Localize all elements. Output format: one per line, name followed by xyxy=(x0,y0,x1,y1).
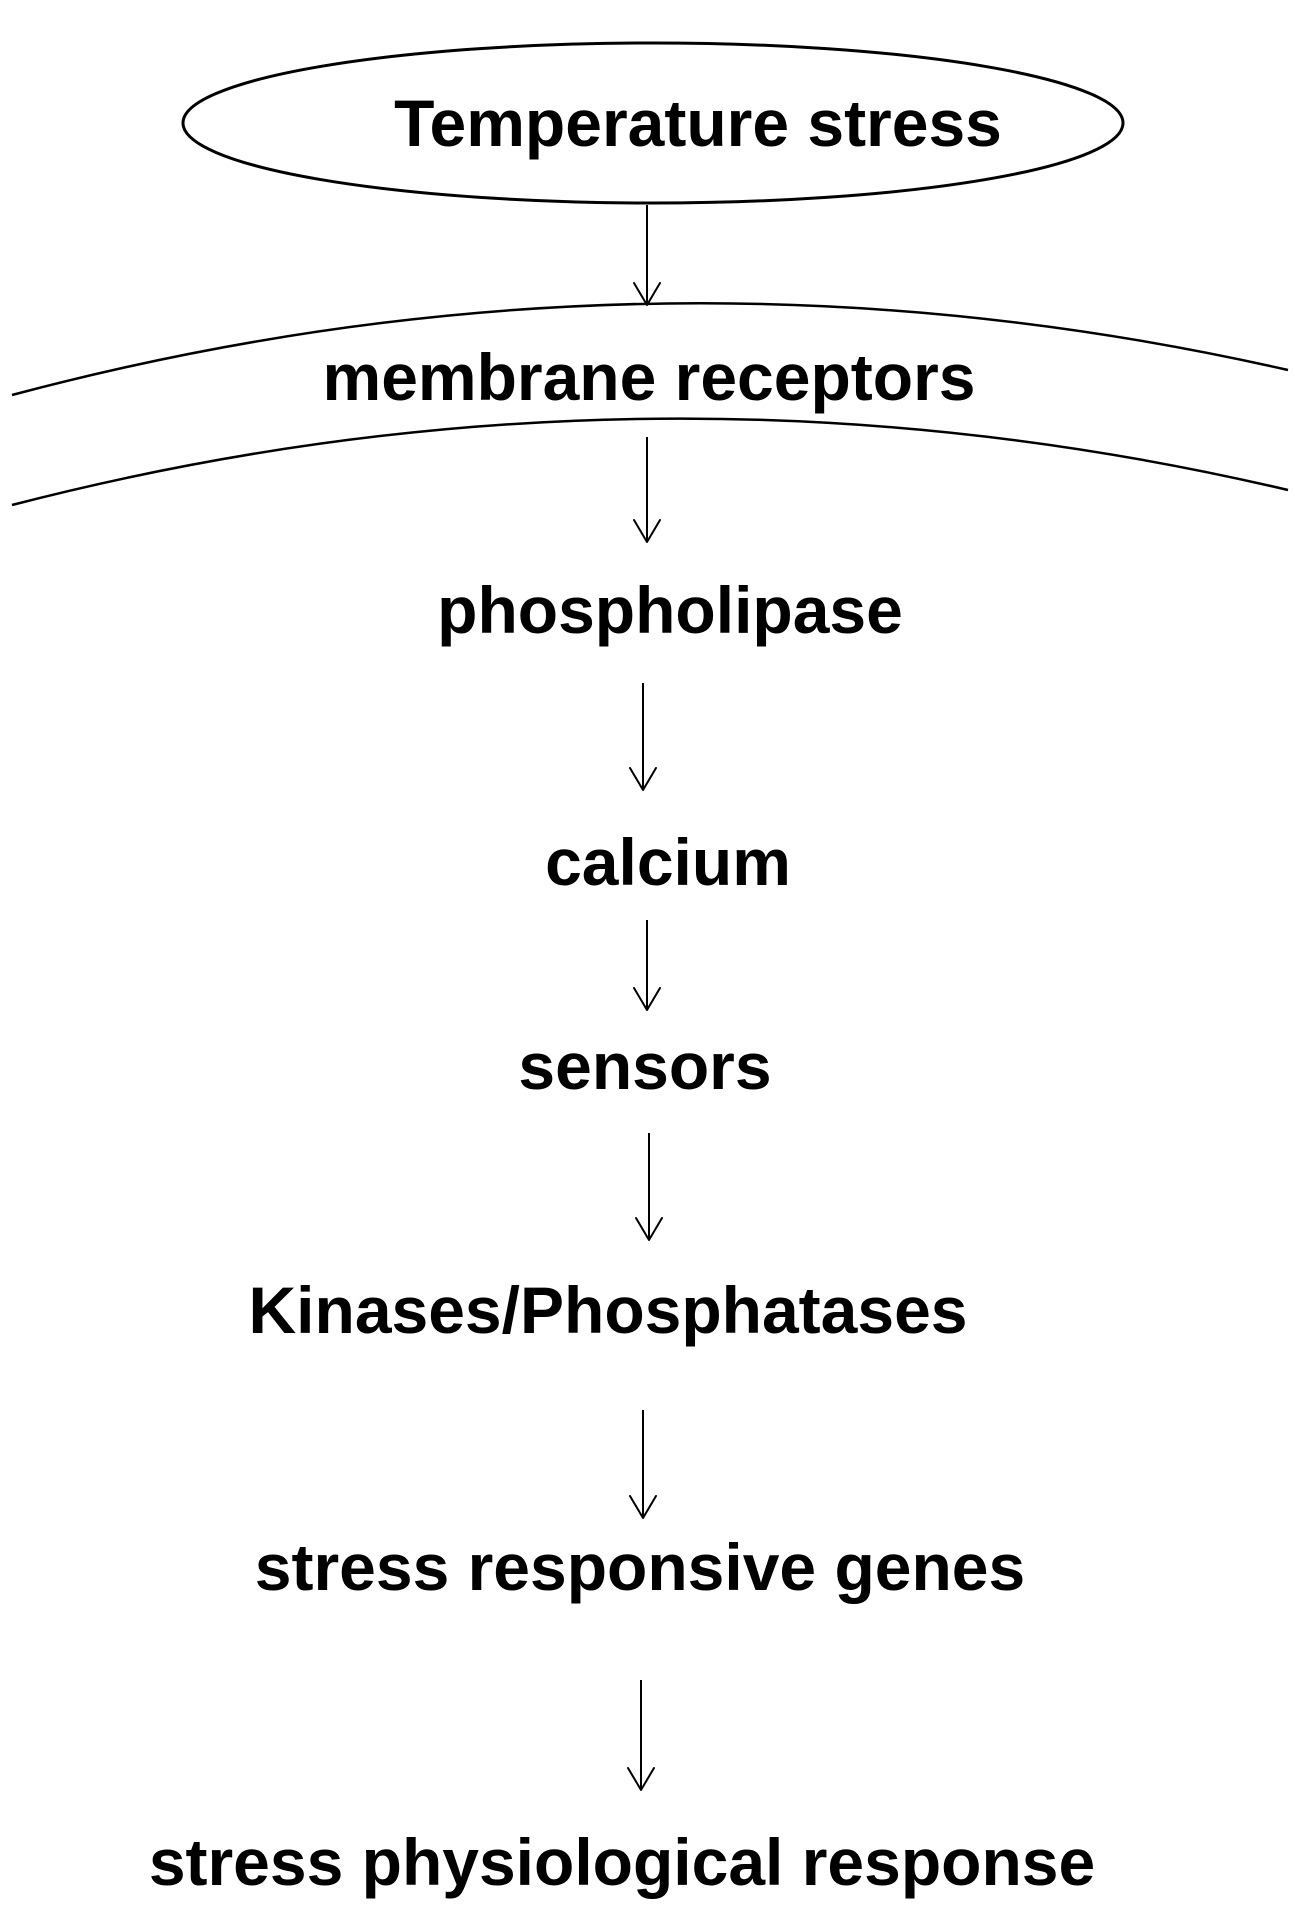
temperature-stress-ellipse xyxy=(181,41,1125,205)
arrow-calcium-to-sensors xyxy=(633,920,661,1011)
node-sensors: sensors xyxy=(518,1029,771,1103)
arrow-phospholipase-to-calcium xyxy=(629,683,657,791)
node-kinases-phosphatases: Kinases/Phosphatases xyxy=(249,1273,968,1347)
arrow-kinases-to-genes xyxy=(629,1410,657,1519)
membrane-inner-line xyxy=(11,417,1289,507)
node-temperature-stress: Temperature stress xyxy=(394,86,1002,160)
arrow-genes-to-response xyxy=(627,1680,655,1791)
arrow-sensors-to-kinases xyxy=(635,1133,663,1241)
membrane-outer-line xyxy=(11,302,1289,397)
arrow-membrane-to-phospholipase xyxy=(633,437,661,543)
node-stress-responsive-genes: stress responsive genes xyxy=(255,1530,1025,1604)
node-membrane-receptors: membrane receptors xyxy=(323,340,976,414)
node-stress-physiological-response: stress physiological response xyxy=(149,1825,1095,1899)
node-phospholipase: phospholipase xyxy=(437,573,903,647)
node-calcium: calcium xyxy=(545,825,791,899)
arrow-temperature-to-membrane xyxy=(633,205,661,306)
